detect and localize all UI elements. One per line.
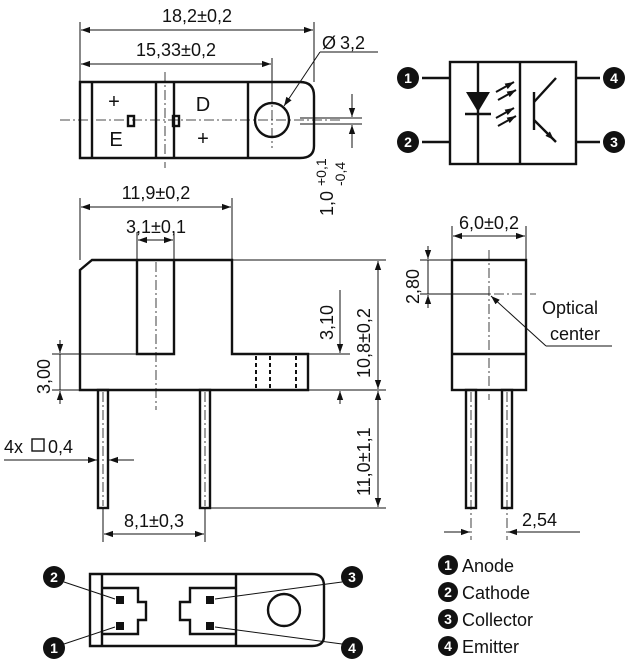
top-view: 18,2±0,2 15,33±0,2 + E D + Ø 3,2 1,0 +0,… [60,6,378,216]
diode-letter: D [196,94,210,116]
svg-text:1: 1 [50,640,58,656]
diameter-symbol: Ø [322,33,336,53]
emitter-letter: E [109,129,122,151]
legend-item-anode: 1 Anode [438,555,514,576]
svg-text:2: 2 [50,569,58,585]
optical-center-label-line2: center [550,324,600,344]
svg-text:4: 4 [444,638,452,654]
dim-optical-height: 2,80 [403,269,423,304]
dim-side-lead-spacing: 2,54 [522,510,557,530]
legend-anode: Anode [462,556,514,576]
dim-tab-tol-plus: +0,1 [313,158,329,186]
plus-sign-left: + [108,91,120,113]
schematic-pin-4: 4 [603,67,625,89]
dim-slot-depth: 3,10 [317,305,337,340]
bottom-pad-left [102,586,148,636]
top-view-body [78,80,316,160]
bottom-view-body [88,572,326,648]
circuit-schematic: 1 2 4 3 [397,60,625,166]
dim-lead-length: 11,0±1,1 [354,427,374,496]
legend-item-cathode: 2 Cathode [438,582,530,603]
plus-sign-right: + [197,128,209,150]
svg-text:1: 1 [404,70,412,86]
dim-tab-thickness: 1,0 [317,191,337,216]
front-view-body [78,258,310,392]
svg-text:2: 2 [444,584,452,600]
pin-legend: 1 Anode 2 Cathode 3 Collector 4 Emitter [438,555,533,657]
square-symbol [31,438,45,452]
legend-item-collector: 3 Collector [438,609,533,630]
dim-hole-spacing: 15,33±0,2 [136,40,216,60]
front-view: 11,9±0,2 3,1±0,1 3,00 3,10 10,8±0 [4,183,386,542]
bottom-pin-1: 1 [43,637,65,659]
schematic-box [448,60,578,166]
front-view-slot [135,260,176,356]
bottom-pin-3: 3 [341,566,363,588]
dim-tab-tol-minus: -0,4 [332,162,348,186]
svg-text:3: 3 [444,611,452,627]
svg-text:4: 4 [610,70,618,86]
dim-top-width: 18,2±0,2 [162,6,232,26]
schematic-pin-3: 3 [603,131,625,153]
dim-slot-width: 3,1±0,1 [126,217,186,237]
bottom-view: 2 1 3 4 [43,566,363,659]
svg-text:3: 3 [348,569,356,585]
led-diode-symbol [466,92,490,112]
svg-text:1: 1 [444,557,452,573]
legend-item-emitter: 4 Emitter [438,636,519,657]
schematic-pin-1: 1 [397,67,419,89]
schematic-pin-2: 2 [397,131,419,153]
dim-lead-spacing: 8,1±0,3 [124,511,184,531]
svg-text:4: 4 [348,640,356,656]
legend-emitter: Emitter [462,637,519,657]
dim-front-width: 11,9±0,2 [122,183,191,203]
dim-side-width: 6,0±0,2 [459,213,519,233]
bottom-mounting-hole [266,592,302,628]
dim-base-height: 3,00 [34,359,54,394]
legend-cathode: Cathode [462,583,530,603]
svg-text:2: 2 [404,134,412,150]
bottom-pad-right [178,586,236,636]
bottom-pin-2: 2 [43,566,65,588]
dim-body-height: 10,8±0,2 [354,308,374,378]
dim-lead-count: 4x [4,437,23,457]
optical-center-label-line1: Optical [542,298,598,318]
bottom-pin-4: 4 [341,637,363,659]
svg-text:3: 3 [610,134,618,150]
side-view: 6,0±0,2 2,80 Optical center 2,54 [403,213,612,540]
dim-lead-size: 0,4 [48,437,73,457]
legend-collector: Collector [462,610,533,630]
dim-hole-diameter: 3,2 [340,33,365,53]
